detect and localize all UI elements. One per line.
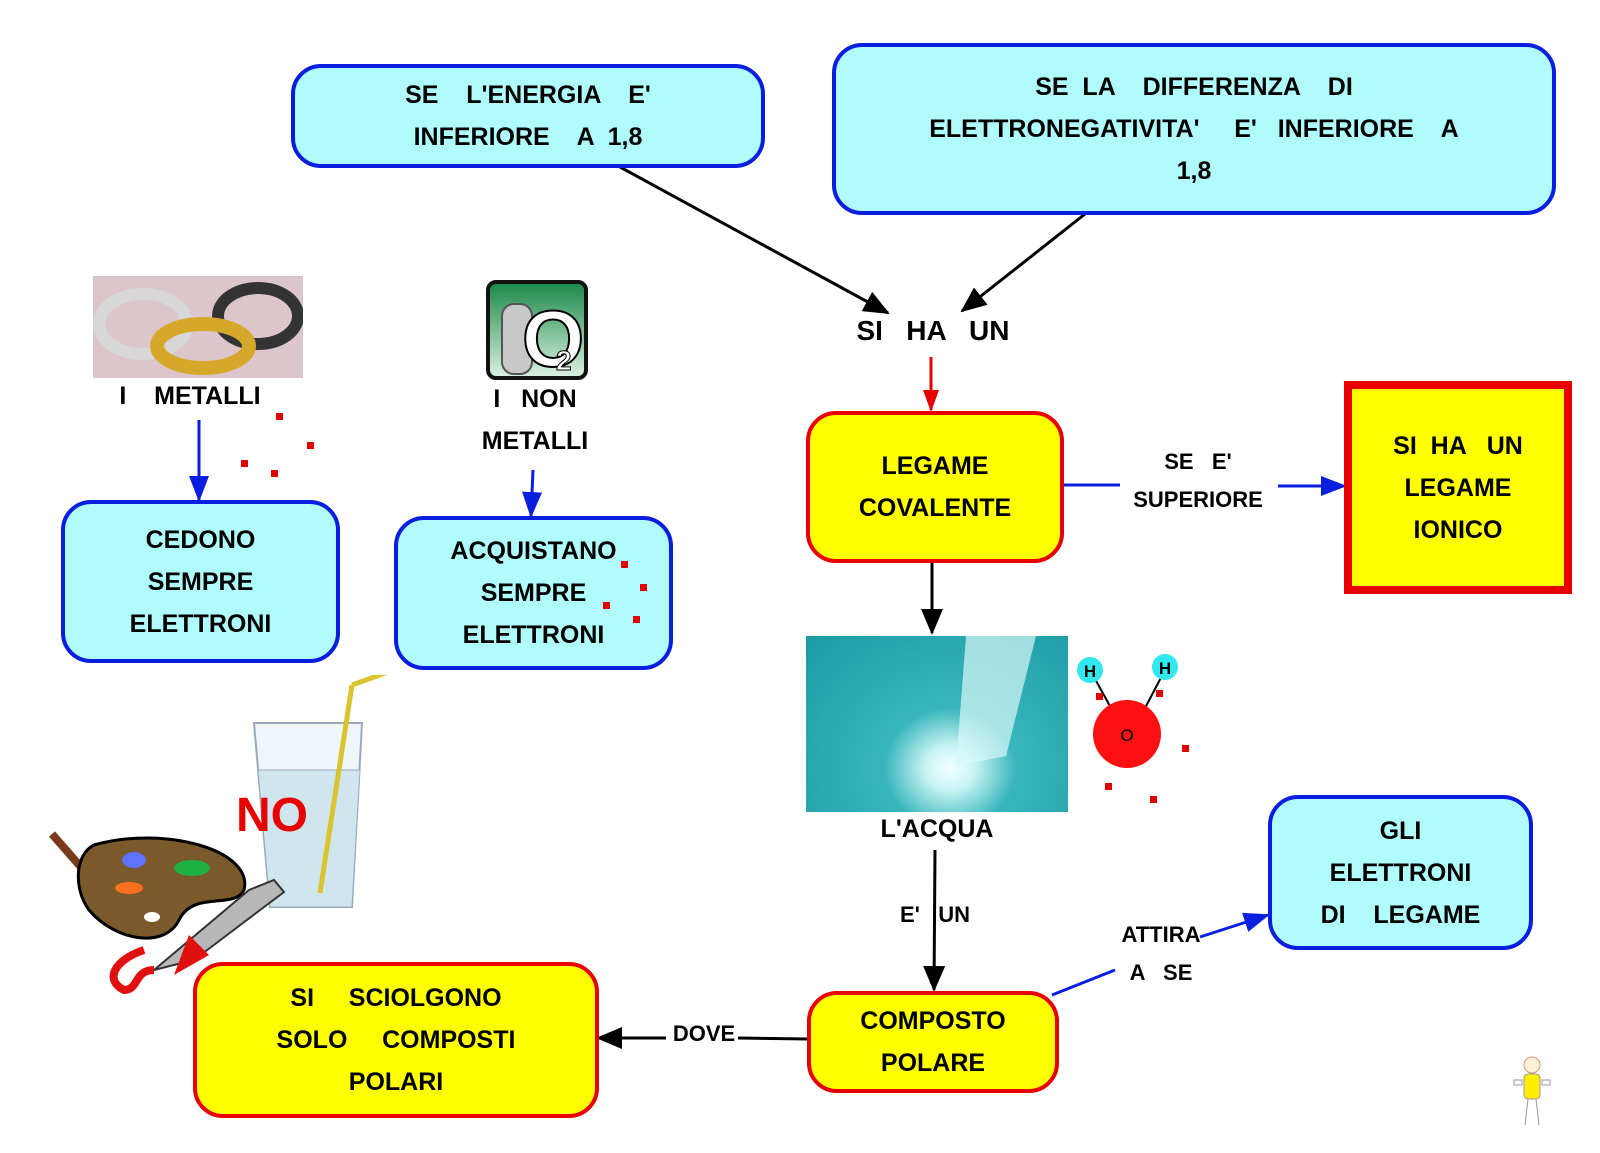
glass-of-water-icon (252, 675, 388, 908)
paint-palette-icon (48, 831, 286, 995)
mascot-icon (1513, 1056, 1551, 1126)
node-non-metalli[interactable]: I NON METALLI (481, 385, 589, 455)
arrow-nonmetalli-to-acquistano (522, 469, 543, 518)
electron-dot (307, 442, 314, 449)
node-sciolgono-composti-polari[interactable]: SI SCIOLGONO SOLO COMPOSTI POLARI (193, 962, 599, 1118)
arrow-composto-to-elettroni-a (1051, 968, 1116, 997)
arrow-energia-to-siha (619, 165, 890, 315)
arrow-composto-to-sciolgono-a (737, 1036, 809, 1041)
water-splash-image (806, 636, 1068, 812)
node-acqua[interactable]: L'ACQUA (880, 815, 994, 843)
arrow-composto-to-elettroni-b (1199, 912, 1270, 939)
metal-chains-image (93, 276, 303, 378)
node-legame-ionico[interactable]: SI HA UN LEGAME IONICO (1344, 381, 1572, 594)
edge-label-e-un: E' UN (899, 902, 971, 927)
electron-dot (271, 470, 278, 477)
node-metalli[interactable]: I METALLI (119, 382, 261, 410)
oxygen-label: O (1120, 726, 1133, 745)
electron-dot (276, 413, 283, 420)
no-label: NO (236, 789, 308, 842)
o2-letter: O (522, 294, 584, 376)
gas-cylinder-icon: O 2 (501, 293, 584, 376)
arrow-differenza-to-siha (960, 212, 1086, 313)
oxygen-tank-image: O 2 (486, 280, 588, 380)
edge-label-a-se: A SE (1129, 960, 1193, 985)
arrow-acqua-to-composto (923, 849, 946, 992)
node-acquistano-elettroni[interactable]: ACQUISTANO SEMPRE ELETTRONI (394, 516, 673, 670)
electron-dot (603, 602, 610, 609)
node-legame-covalente[interactable]: LEGAME COVALENTE (806, 411, 1064, 563)
electron-dot (640, 584, 647, 591)
node-differenza-elettronegativita[interactable]: SE LA DIFFERENZA DI ELETTRONEGATIVITA' E… (832, 43, 1556, 215)
chain-rings-icon (93, 282, 303, 375)
node-elettroni-di-legame[interactable]: GLI ELETTRONI DI LEGAME (1268, 795, 1533, 950)
edge-label-se-superiore: SE E' SUPERIORE (1133, 449, 1263, 512)
electron-dot (621, 561, 628, 568)
edge-label-dove: DOVE (672, 1021, 736, 1046)
o2-subscript: 2 (556, 345, 572, 376)
hydrogen-label: H (1084, 662, 1096, 681)
node-si-ha-un[interactable]: SI HA UN (856, 315, 1010, 346)
node-composto-polare[interactable]: COMPOSTO POLARE (807, 991, 1059, 1093)
water-molecule-icon: H H O (1077, 654, 1189, 803)
node-energia-inferiore[interactable]: SE L'ENERGIA E' INFERIORE A 1,8 (291, 64, 765, 168)
water-stream-icon (956, 636, 1036, 766)
electron-dot (633, 616, 640, 623)
node-cedono-elettroni[interactable]: CEDONO SEMPRE ELETTRONI (61, 500, 340, 663)
edge-label-attira: ATTIRA (1121, 922, 1201, 947)
electron-dot (241, 460, 248, 467)
hydrogen-label: H (1159, 659, 1171, 678)
